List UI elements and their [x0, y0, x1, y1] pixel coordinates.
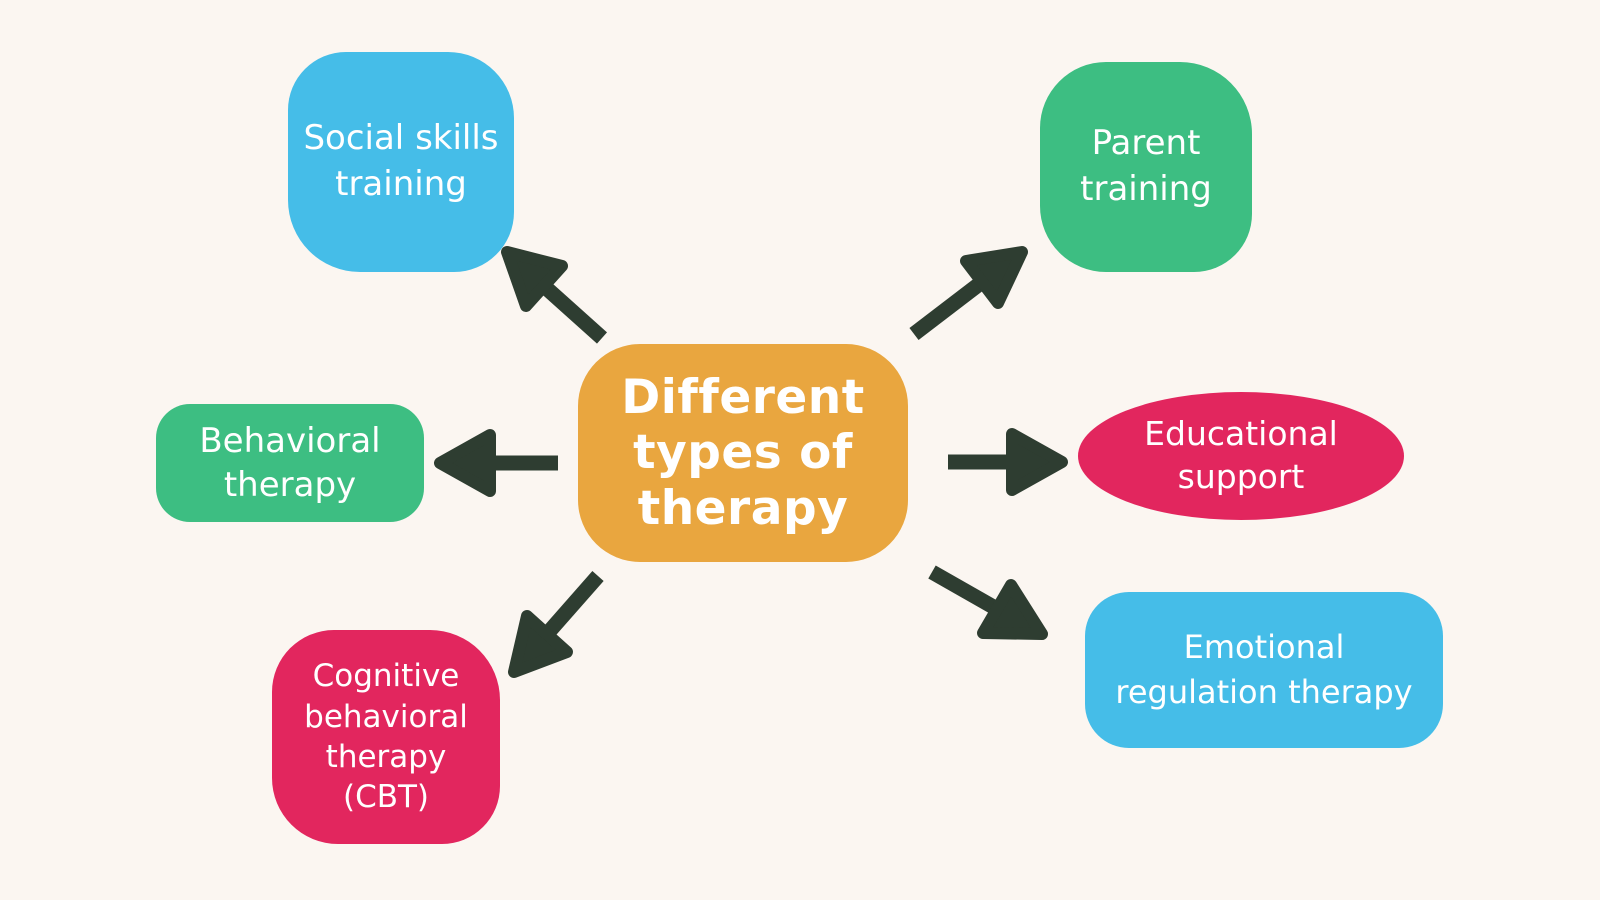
node-emotional-regulation-therapy: Emotional regulation therapy — [1085, 592, 1443, 748]
arrow-to-educational-support — [948, 428, 1068, 496]
arrow-to-social-skills — [501, 246, 608, 344]
parent-training-label: Parent training — [1080, 123, 1212, 209]
node-parent-training: Parent training — [1040, 62, 1252, 272]
node-social-skills-training: Social skills training — [288, 52, 514, 272]
node-behavioral-therapy: Behavioral therapy — [156, 404, 424, 522]
arrow-to-parent-training — [909, 246, 1028, 340]
emotional-regulation-label: Emotional regulation therapy — [1115, 628, 1413, 711]
node-educational-support: Educational support — [1078, 392, 1404, 520]
social-skills-label: Social skills training — [303, 118, 499, 204]
node-center-different-types-of-therapy: Different types of therapy — [578, 344, 908, 562]
educational-support-label: Educational support — [1144, 414, 1338, 496]
node-cognitive-behavioral-therapy: Cognitive behavioral therapy (CBT) — [272, 630, 500, 844]
behavioral-therapy-label: Behavioral therapy — [199, 420, 381, 505]
cbt-label: Cognitive behavioral therapy (CBT) — [304, 658, 468, 816]
center-node-label: Different types of therapy — [621, 369, 865, 536]
arrow-to-behavioral-therapy — [434, 429, 558, 497]
arrow-to-emotional-regulation — [928, 565, 1048, 640]
arrow-to-cbt — [508, 571, 604, 678]
